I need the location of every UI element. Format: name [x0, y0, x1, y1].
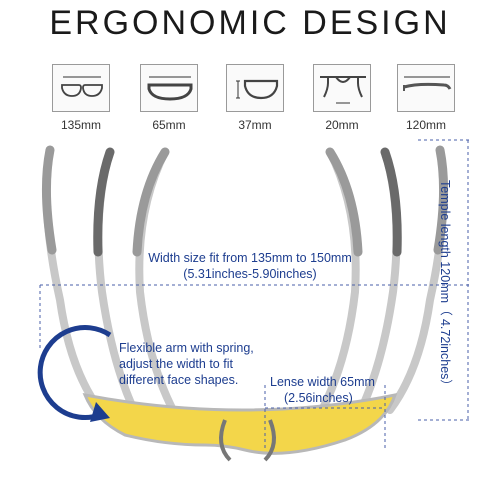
width-fit-line2: (5.31inches-5.90inches)	[183, 267, 317, 281]
lens-height-icon	[226, 64, 284, 112]
flex-arrow	[37, 325, 112, 420]
width-fit-line1: Width size fit from 135mm to 150mm	[148, 251, 352, 265]
flex-line3: different face shapes.	[119, 373, 239, 387]
lens-width-icon	[140, 64, 198, 112]
flex-line2: adjust the width to fit	[119, 357, 233, 371]
temple-length-annotation: Temple length 120mm（ 4.72inches）	[438, 180, 452, 392]
page-title: ERGONOMIC DESIGN	[49, 4, 451, 42]
icon-label: 135mm	[60, 118, 101, 132]
icon-label: 37mm	[238, 118, 272, 132]
icon-label: 20mm	[325, 118, 359, 132]
left-temple-outer	[42, 146, 104, 414]
glasses-illustration	[37, 139, 470, 462]
width-fit-annotation: Width size fit from 135mm to 150mm (5.31…	[120, 250, 380, 282]
yellow-lens	[82, 393, 398, 455]
dimension-icon-row: 135mm 65mm 37mm 20mm 120mm	[0, 64, 500, 134]
flex-line1: Flexible arm with spring,	[119, 341, 254, 355]
temple-icon	[397, 64, 455, 112]
left-nose-pad	[219, 419, 232, 462]
front-width-icon	[52, 64, 110, 112]
lens-width-annotation: Lense width 65mm (2.56inches)	[270, 374, 400, 406]
lens-line1: Lense width 65mm	[270, 375, 375, 389]
right-nose-pad	[263, 419, 276, 462]
bridge-icon	[313, 64, 371, 112]
flex-arm-annotation: Flexible arm with spring, adjust the wid…	[119, 340, 289, 388]
icon-label: 120mm	[405, 118, 446, 132]
icon-label: 65mm	[152, 118, 186, 132]
lens-line2: (2.56inches)	[284, 391, 353, 405]
